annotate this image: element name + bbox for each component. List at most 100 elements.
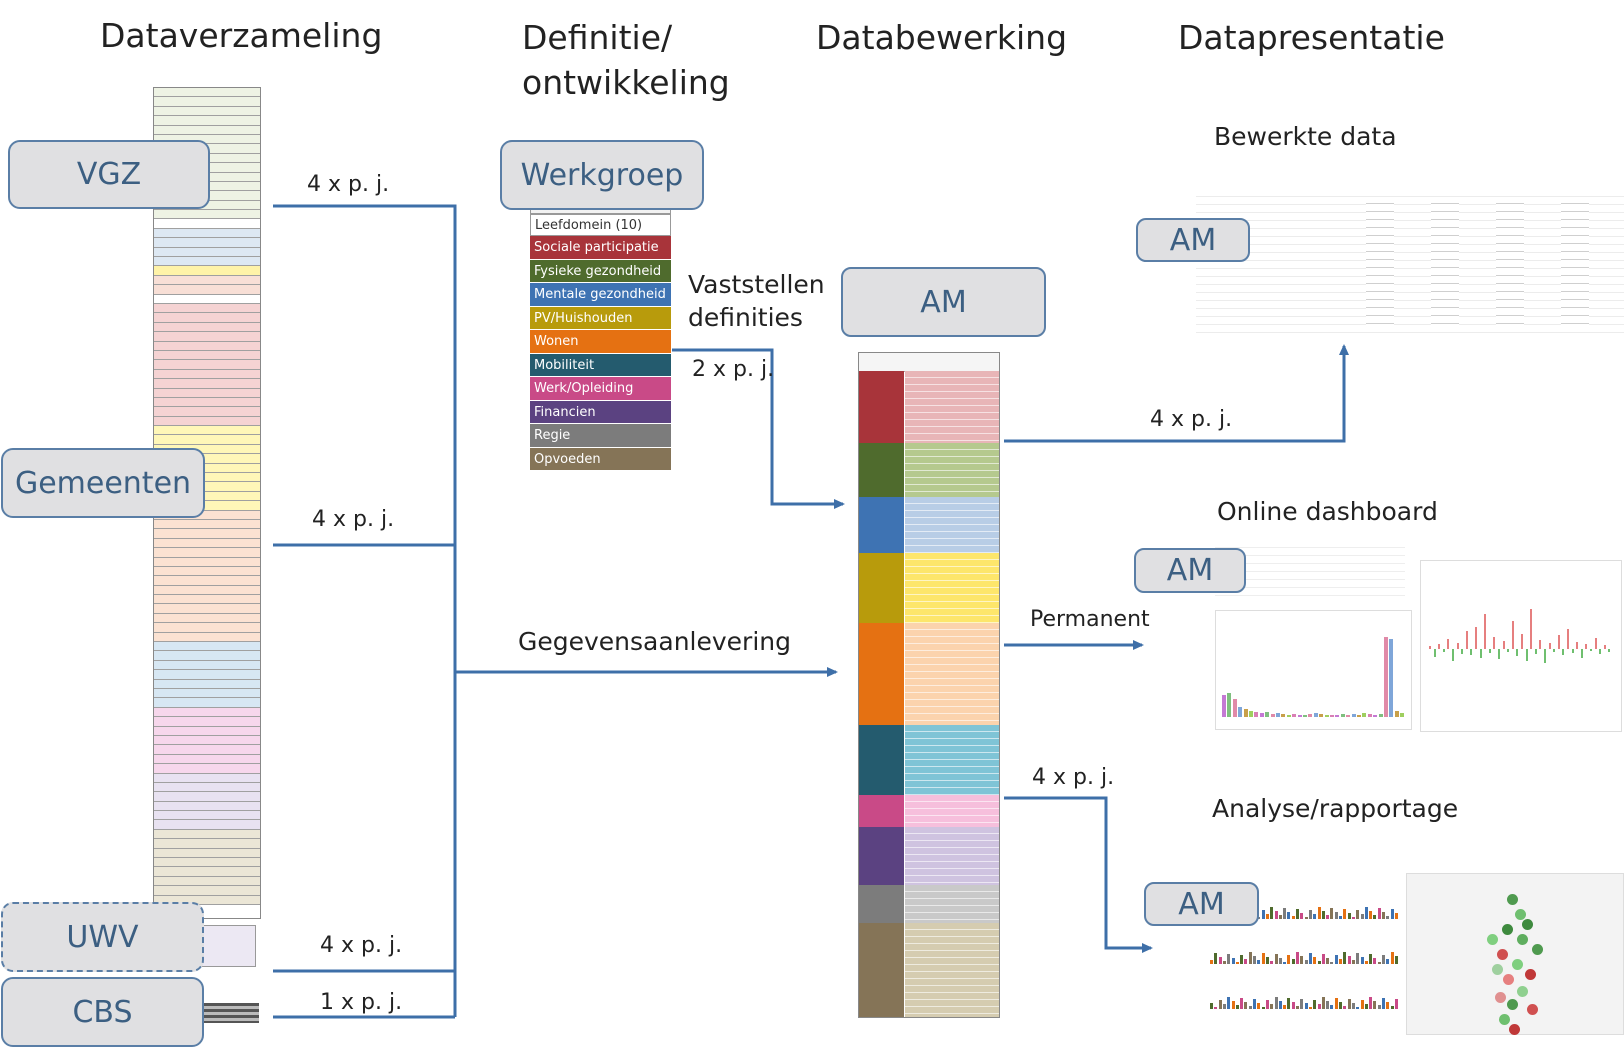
product-row (154, 379, 260, 389)
table-gridline (905, 745, 999, 746)
table-gridline (905, 929, 999, 930)
product-row (154, 228, 260, 239)
product-row (154, 557, 260, 567)
analyse-bar (1317, 961, 1321, 964)
bewerkte-number-column (1496, 198, 1524, 328)
analyse-bar (1296, 952, 1299, 964)
product-row (154, 332, 260, 342)
dashboard-spike (1456, 643, 1459, 649)
table-gridline (905, 629, 999, 630)
bewerkte-row-line (1196, 316, 1624, 317)
table-gridline (905, 936, 999, 937)
table-band-left (859, 795, 904, 827)
dashboard-spike (1433, 649, 1436, 657)
dashboard-bar (1254, 712, 1259, 717)
analyse-bar (1283, 908, 1287, 919)
product-row (154, 416, 260, 427)
table-gridline (905, 398, 999, 399)
table-gridline (905, 538, 999, 539)
table-gridline (905, 868, 999, 869)
leefdomein-item: Mentale gezondheid (530, 283, 671, 307)
dashboard-spike (1525, 649, 1528, 661)
product-row (154, 125, 260, 135)
analyse-bar (1274, 911, 1278, 919)
dashboard-bar (1243, 709, 1248, 717)
freq-gemeenten: 4 x p. j. (312, 507, 395, 532)
bewerkte-row-line (1196, 332, 1624, 333)
bewerkte-row-line (1196, 212, 1624, 213)
column-title-definitie-line2: ontwikkeling (522, 63, 730, 102)
product-row (154, 764, 260, 774)
table-gridline (905, 664, 999, 665)
bewerkte-row-line (1196, 196, 1624, 197)
product-row (154, 407, 260, 417)
dashboard-line-panel (1420, 560, 1622, 732)
bewerkte-number-column (1366, 198, 1394, 328)
table-gridline (905, 601, 999, 602)
dashboard-spike (1429, 646, 1431, 649)
analyse-map-dot (1515, 909, 1526, 920)
leefdomein-item: PV/Huishouden (530, 306, 671, 330)
bewerkte-row-line (1196, 324, 1624, 325)
analyse-bar (1347, 913, 1351, 919)
dashboard-spike (1475, 627, 1477, 649)
analyse-bar (1334, 912, 1338, 919)
table-gridline (905, 706, 999, 707)
dashboard-bar (1389, 639, 1394, 717)
dashboard-bar (1367, 714, 1372, 717)
analyse-bar (1261, 910, 1265, 919)
table-gridline (905, 957, 999, 958)
analyse-map-dot (1507, 894, 1518, 905)
dashboard-spike (1521, 634, 1523, 649)
product-row (154, 717, 260, 727)
arrow-definities (672, 348, 845, 509)
table-gridline (905, 773, 999, 774)
analyse-bar (1227, 954, 1231, 964)
table-gridline (905, 545, 999, 546)
product-row (154, 519, 260, 530)
bewerkte-row-line (1196, 308, 1624, 309)
dashboard-bar (1222, 695, 1226, 717)
table-gridline (905, 898, 999, 899)
table-gridline (905, 470, 999, 471)
dashboard-bar (1238, 707, 1243, 717)
analyse-bar (1343, 909, 1347, 919)
table-band-right (905, 725, 999, 795)
analyse-map-dot (1527, 1004, 1538, 1015)
product-row (154, 397, 260, 408)
table-gridline (905, 503, 999, 504)
dashboard-spike (1511, 621, 1514, 649)
product-row (154, 623, 260, 633)
analyse-bar (1300, 956, 1304, 964)
analyse-bar (1222, 1004, 1226, 1009)
dashboard-bar (1227, 693, 1232, 717)
analyse-bar (1313, 1000, 1317, 1009)
analyse-bar (1261, 953, 1265, 964)
table-gridline (905, 759, 999, 760)
product-row (154, 707, 260, 718)
product-row (154, 538, 260, 549)
freq-cbs: 1 x p. j. (320, 990, 403, 1015)
analyse-bar (1343, 952, 1347, 964)
product-row (154, 585, 260, 596)
table-band-left (859, 371, 904, 443)
table-gridline (905, 882, 999, 883)
freq-definities: 2 x p. j. (692, 357, 775, 382)
product-row (154, 679, 260, 689)
analyse-bar (1360, 914, 1364, 919)
product-row (154, 754, 260, 765)
table-gridline (905, 566, 999, 567)
product-row (154, 238, 260, 248)
analyse-bar (1360, 1000, 1364, 1009)
analyse-bar (1321, 911, 1325, 919)
table-gridline (905, 484, 999, 485)
product-row (154, 322, 260, 333)
product-row (154, 257, 260, 267)
analyse-bar (1321, 954, 1325, 964)
dashboard-bar (1276, 713, 1280, 717)
analyse-bar (1270, 961, 1274, 964)
product-row (154, 444, 260, 455)
analyse-bar (1369, 911, 1373, 919)
analyse-bar (1313, 957, 1317, 964)
analyse-thumbnail (1204, 843, 1624, 1048)
